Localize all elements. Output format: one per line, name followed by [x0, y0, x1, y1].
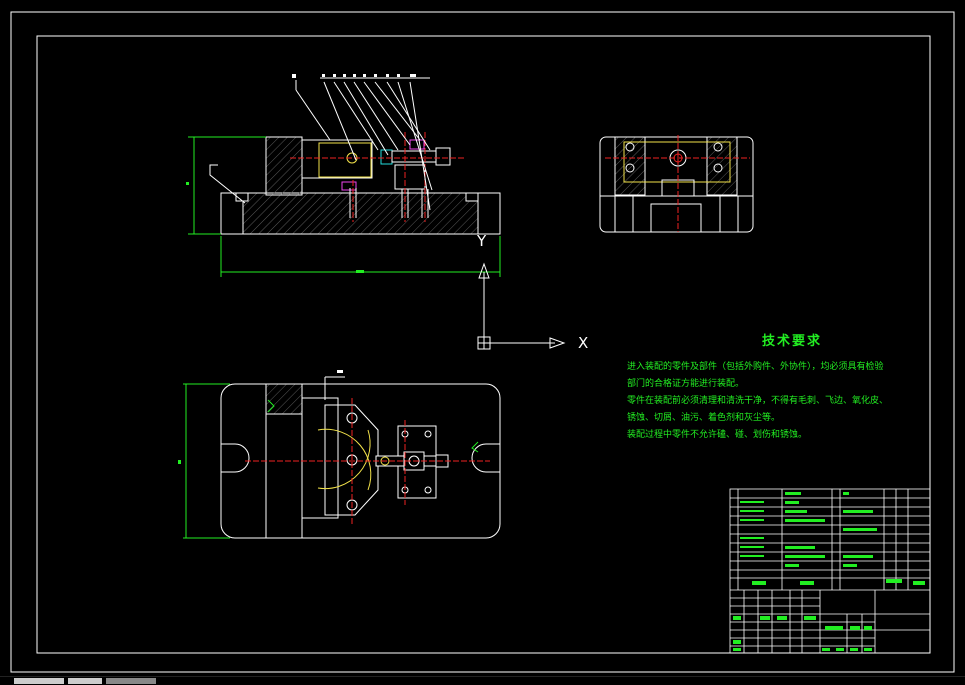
layout-tab[interactable] [106, 678, 156, 684]
requirement-line: 装配过程中零件不允许磕、碰、划伤和锈蚀。 [627, 430, 808, 440]
front-workpiece [318, 142, 372, 178]
requirement-line: 进入装配的零件及部件（包括外购件、外协件），均必须具有检验 [627, 362, 884, 372]
side-view[interactable] [599, 135, 754, 233]
technical-requirements: 技术要求 进入装配的零件及部件（包括外购件、外协件），均必须具有检验 部门的合格… [627, 330, 897, 444]
right-u-slot [471, 443, 500, 473]
ucs-axis-icon [477, 262, 566, 350]
front-view[interactable] [178, 74, 501, 539]
left-u-slot [221, 443, 250, 473]
requirement-line: 锈蚀、切屑、油污、着色剂和灰尘等。 [627, 413, 781, 423]
requirement-line: 部门的合格证方能进行装配。 [627, 379, 745, 389]
inner-frame [36, 35, 931, 654]
layout-tab[interactable] [68, 678, 102, 684]
front-base-right-end [477, 192, 501, 235]
x-axis-label: X [578, 334, 589, 352]
technical-requirements-title: 技术要求 [761, 334, 822, 349]
front-clamp-body [301, 139, 373, 179]
top-workpiece-arc [317, 428, 372, 491]
outer-frame [10, 11, 955, 673]
y-axis-label: Y [477, 232, 487, 250]
requirement-line: 零件在装配前必须清理和清洗干净，不得有毛刺、飞边、氧化皮、 [627, 396, 889, 406]
front-upright [265, 136, 303, 196]
front-base-plate [220, 192, 501, 235]
layout-tab-bar [0, 676, 965, 685]
title-block-text-marks [733, 492, 925, 651]
top-view[interactable] [220, 370, 501, 539]
model-tab[interactable] [14, 678, 64, 684]
title-block[interactable] [729, 488, 931, 654]
side-workpiece [623, 141, 731, 183]
part-leaders [209, 77, 433, 211]
